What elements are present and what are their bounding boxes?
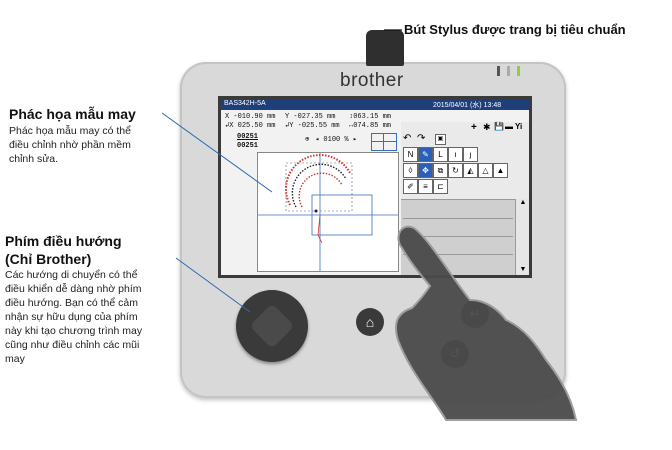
datetime-label: 2015/04/01 (水) 13:48 xyxy=(433,102,502,109)
stylus-pen xyxy=(366,30,404,66)
scroll-down-icon[interactable]: ▼ xyxy=(519,266,527,273)
coord-y: Y -027.35 mm xyxy=(285,113,336,121)
hand-icon xyxy=(394,225,578,421)
list-tool-icon[interactable]: ≡ xyxy=(418,179,433,194)
scroll-up-icon[interactable]: ▲ xyxy=(519,199,527,206)
stylus-callout: Bút Stylus được trang bị tiêu chuẩn xyxy=(404,22,626,37)
eraser-tool-icon[interactable]: ◊ xyxy=(403,163,418,178)
stitch-counter-total: 00251 xyxy=(237,142,259,150)
list-scrollbar[interactable]: ▲ ▼ xyxy=(515,199,529,275)
copy-tool-icon[interactable]: ⧉ xyxy=(433,163,448,178)
pattern-drawing xyxy=(258,153,398,271)
scale-tool-icon[interactable]: ▲ xyxy=(493,163,508,178)
home-button[interactable]: ⌂ xyxy=(356,308,384,336)
add-icon[interactable]: + xyxy=(471,122,477,133)
coord-dx: ↲X 025.50 mm xyxy=(225,122,276,130)
zoom-icon: ⊕ xyxy=(305,136,310,144)
preview-thumbnail[interactable] xyxy=(371,133,397,151)
coord-dy: ↲Y -025.55 mm xyxy=(285,122,340,130)
edit-tool-icon[interactable]: ✐ xyxy=(403,179,418,194)
crop-tool-icon[interactable]: ⊏ xyxy=(433,179,448,194)
sketch-callout-body: Phác họa mẫu may có thể điều chỉnh nhờ p… xyxy=(9,125,131,165)
nav-callout-body: Các hướng di chuyển có thể điều khiển dễ… xyxy=(5,269,143,365)
redo-icon[interactable]: ↷ xyxy=(417,133,426,144)
brand-logo: brother xyxy=(340,70,404,91)
stitch-tool-icon[interactable]: ı xyxy=(448,147,463,162)
save-icon[interactable]: 💾 xyxy=(494,122,504,131)
model-label: BAS342H-5A xyxy=(224,100,266,107)
screen-header-bar: BAS342H-5A 2015/04/01 (水) 13:48 xyxy=(221,99,529,110)
status-led-gray xyxy=(507,66,510,76)
sketch-callout-title: Phác họa mẫu may xyxy=(9,106,136,122)
settings-icon[interactable]: ✱ xyxy=(483,122,491,132)
touch-screen[interactable]: BAS342H-5A 2015/04/01 (水) 13:48 X -010.9… xyxy=(218,96,532,278)
tools-icon[interactable]: Yi xyxy=(515,122,523,131)
zoom-level[interactable]: ◂ 0100 % ▸ xyxy=(315,136,358,144)
pattern-canvas[interactable] xyxy=(257,152,399,272)
rotate-tool-icon[interactable]: ↻ xyxy=(448,163,463,178)
line-tool-icon[interactable]: L xyxy=(433,147,448,162)
delete-icon[interactable]: ▬ xyxy=(505,122,513,131)
mirror-tool-icon[interactable]: ◭ xyxy=(463,163,478,178)
nav-callout-title: Phím điều hướng (Chỉ Brother) xyxy=(5,233,122,267)
status-led-green xyxy=(517,66,520,76)
image-icon[interactable]: ▣ xyxy=(435,134,446,145)
move-tool-icon[interactable]: ✥ xyxy=(418,163,433,178)
status-led-dark xyxy=(497,66,500,76)
stitch-counter-current: 00251 xyxy=(237,133,259,141)
navigation-dial[interactable] xyxy=(236,290,308,362)
flip-tool-icon[interactable]: △ xyxy=(478,163,493,178)
thread-tool-icon[interactable]: ȷ xyxy=(463,147,478,162)
coord-height: ↕063.15 mm xyxy=(349,113,392,121)
needle-tool-icon[interactable]: N xyxy=(403,147,418,162)
coord-x: X -010.90 mm xyxy=(225,113,276,121)
coord-width: ↔074.85 mm xyxy=(349,122,392,130)
pen-tool-icon[interactable]: ✎ xyxy=(418,147,433,162)
undo-icon[interactable]: ↶ xyxy=(403,133,412,144)
